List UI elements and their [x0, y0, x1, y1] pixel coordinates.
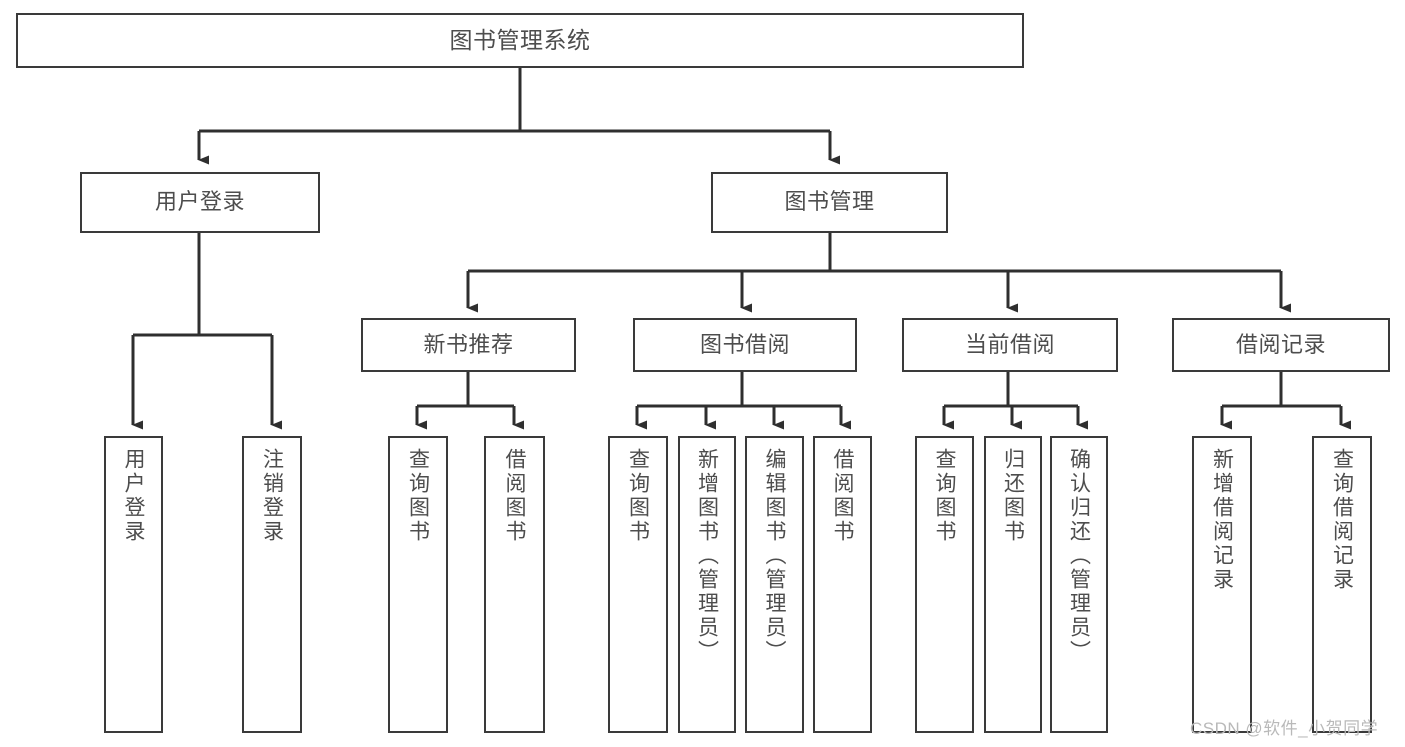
node-leaf-query-book-2-label: 查询图书	[626, 448, 650, 544]
node-leaf-user-login[interactable]: 用户登录	[104, 436, 163, 733]
node-book-management[interactable]: 图书管理	[711, 172, 948, 233]
node-new-book-recommend-label: 新书推荐	[423, 331, 514, 357]
node-book-management-label: 图书管理	[784, 189, 875, 215]
node-leaf-logout-login[interactable]: 注销登录	[242, 436, 302, 733]
node-leaf-query-book-1[interactable]: 查询图书	[388, 436, 448, 733]
node-current-borrow[interactable]: 当前借阅	[902, 318, 1118, 372]
node-leaf-add-book-label: 新增图书（管理员）	[695, 448, 719, 664]
node-leaf-user-login-label: 用户登录	[122, 448, 146, 544]
node-leaf-query-borrow-record[interactable]: 查询借阅记录	[1312, 436, 1372, 733]
node-user-login-label: 用户登录	[154, 189, 245, 215]
node-leaf-add-book[interactable]: 新增图书（管理员）	[678, 436, 736, 733]
node-leaf-return-book-label: 归还图书	[1001, 448, 1025, 544]
csdn-watermark: CSDN @软件_小贺同学	[1190, 719, 1379, 738]
node-leaf-confirm-return-label: 确认归还（管理员）	[1067, 448, 1091, 664]
node-leaf-query-book-3-label: 查询图书	[933, 448, 957, 544]
node-leaf-query-borrow-record-label: 查询借阅记录	[1330, 448, 1354, 592]
node-leaf-borrow-book-1[interactable]: 借阅图书	[484, 436, 545, 733]
node-new-book-recommend[interactable]: 新书推荐	[361, 318, 576, 372]
node-leaf-query-book-2[interactable]: 查询图书	[608, 436, 668, 733]
node-leaf-return-book[interactable]: 归还图书	[984, 436, 1042, 733]
node-leaf-query-book-1-label: 查询图书	[406, 448, 430, 544]
node-user-login[interactable]: 用户登录	[80, 172, 320, 233]
node-book-borrow-label: 图书借阅	[699, 331, 790, 357]
node-leaf-logout-login-label: 注销登录	[260, 448, 284, 544]
node-leaf-add-borrow-record-label: 新增借阅记录	[1210, 448, 1234, 592]
node-root-system-label: 图书管理系统	[449, 26, 591, 53]
node-current-borrow-label: 当前借阅	[964, 331, 1055, 357]
node-leaf-add-borrow-record[interactable]: 新增借阅记录	[1192, 436, 1252, 733]
node-borrow-record[interactable]: 借阅记录	[1172, 318, 1390, 372]
node-leaf-edit-book[interactable]: 编辑图书（管理员）	[745, 436, 804, 733]
node-leaf-query-book-3[interactable]: 查询图书	[915, 436, 974, 733]
node-borrow-record-label: 借阅记录	[1235, 331, 1326, 357]
node-book-borrow[interactable]: 图书借阅	[633, 318, 857, 372]
node-leaf-borrow-book-1-label: 借阅图书	[503, 448, 527, 544]
node-leaf-borrow-book-2[interactable]: 借阅图书	[813, 436, 872, 733]
node-root-system[interactable]: 图书管理系统	[16, 13, 1024, 68]
node-leaf-borrow-book-2-label: 借阅图书	[831, 448, 855, 544]
node-leaf-edit-book-label: 编辑图书（管理员）	[763, 448, 787, 664]
node-leaf-confirm-return[interactable]: 确认归还（管理员）	[1050, 436, 1108, 733]
